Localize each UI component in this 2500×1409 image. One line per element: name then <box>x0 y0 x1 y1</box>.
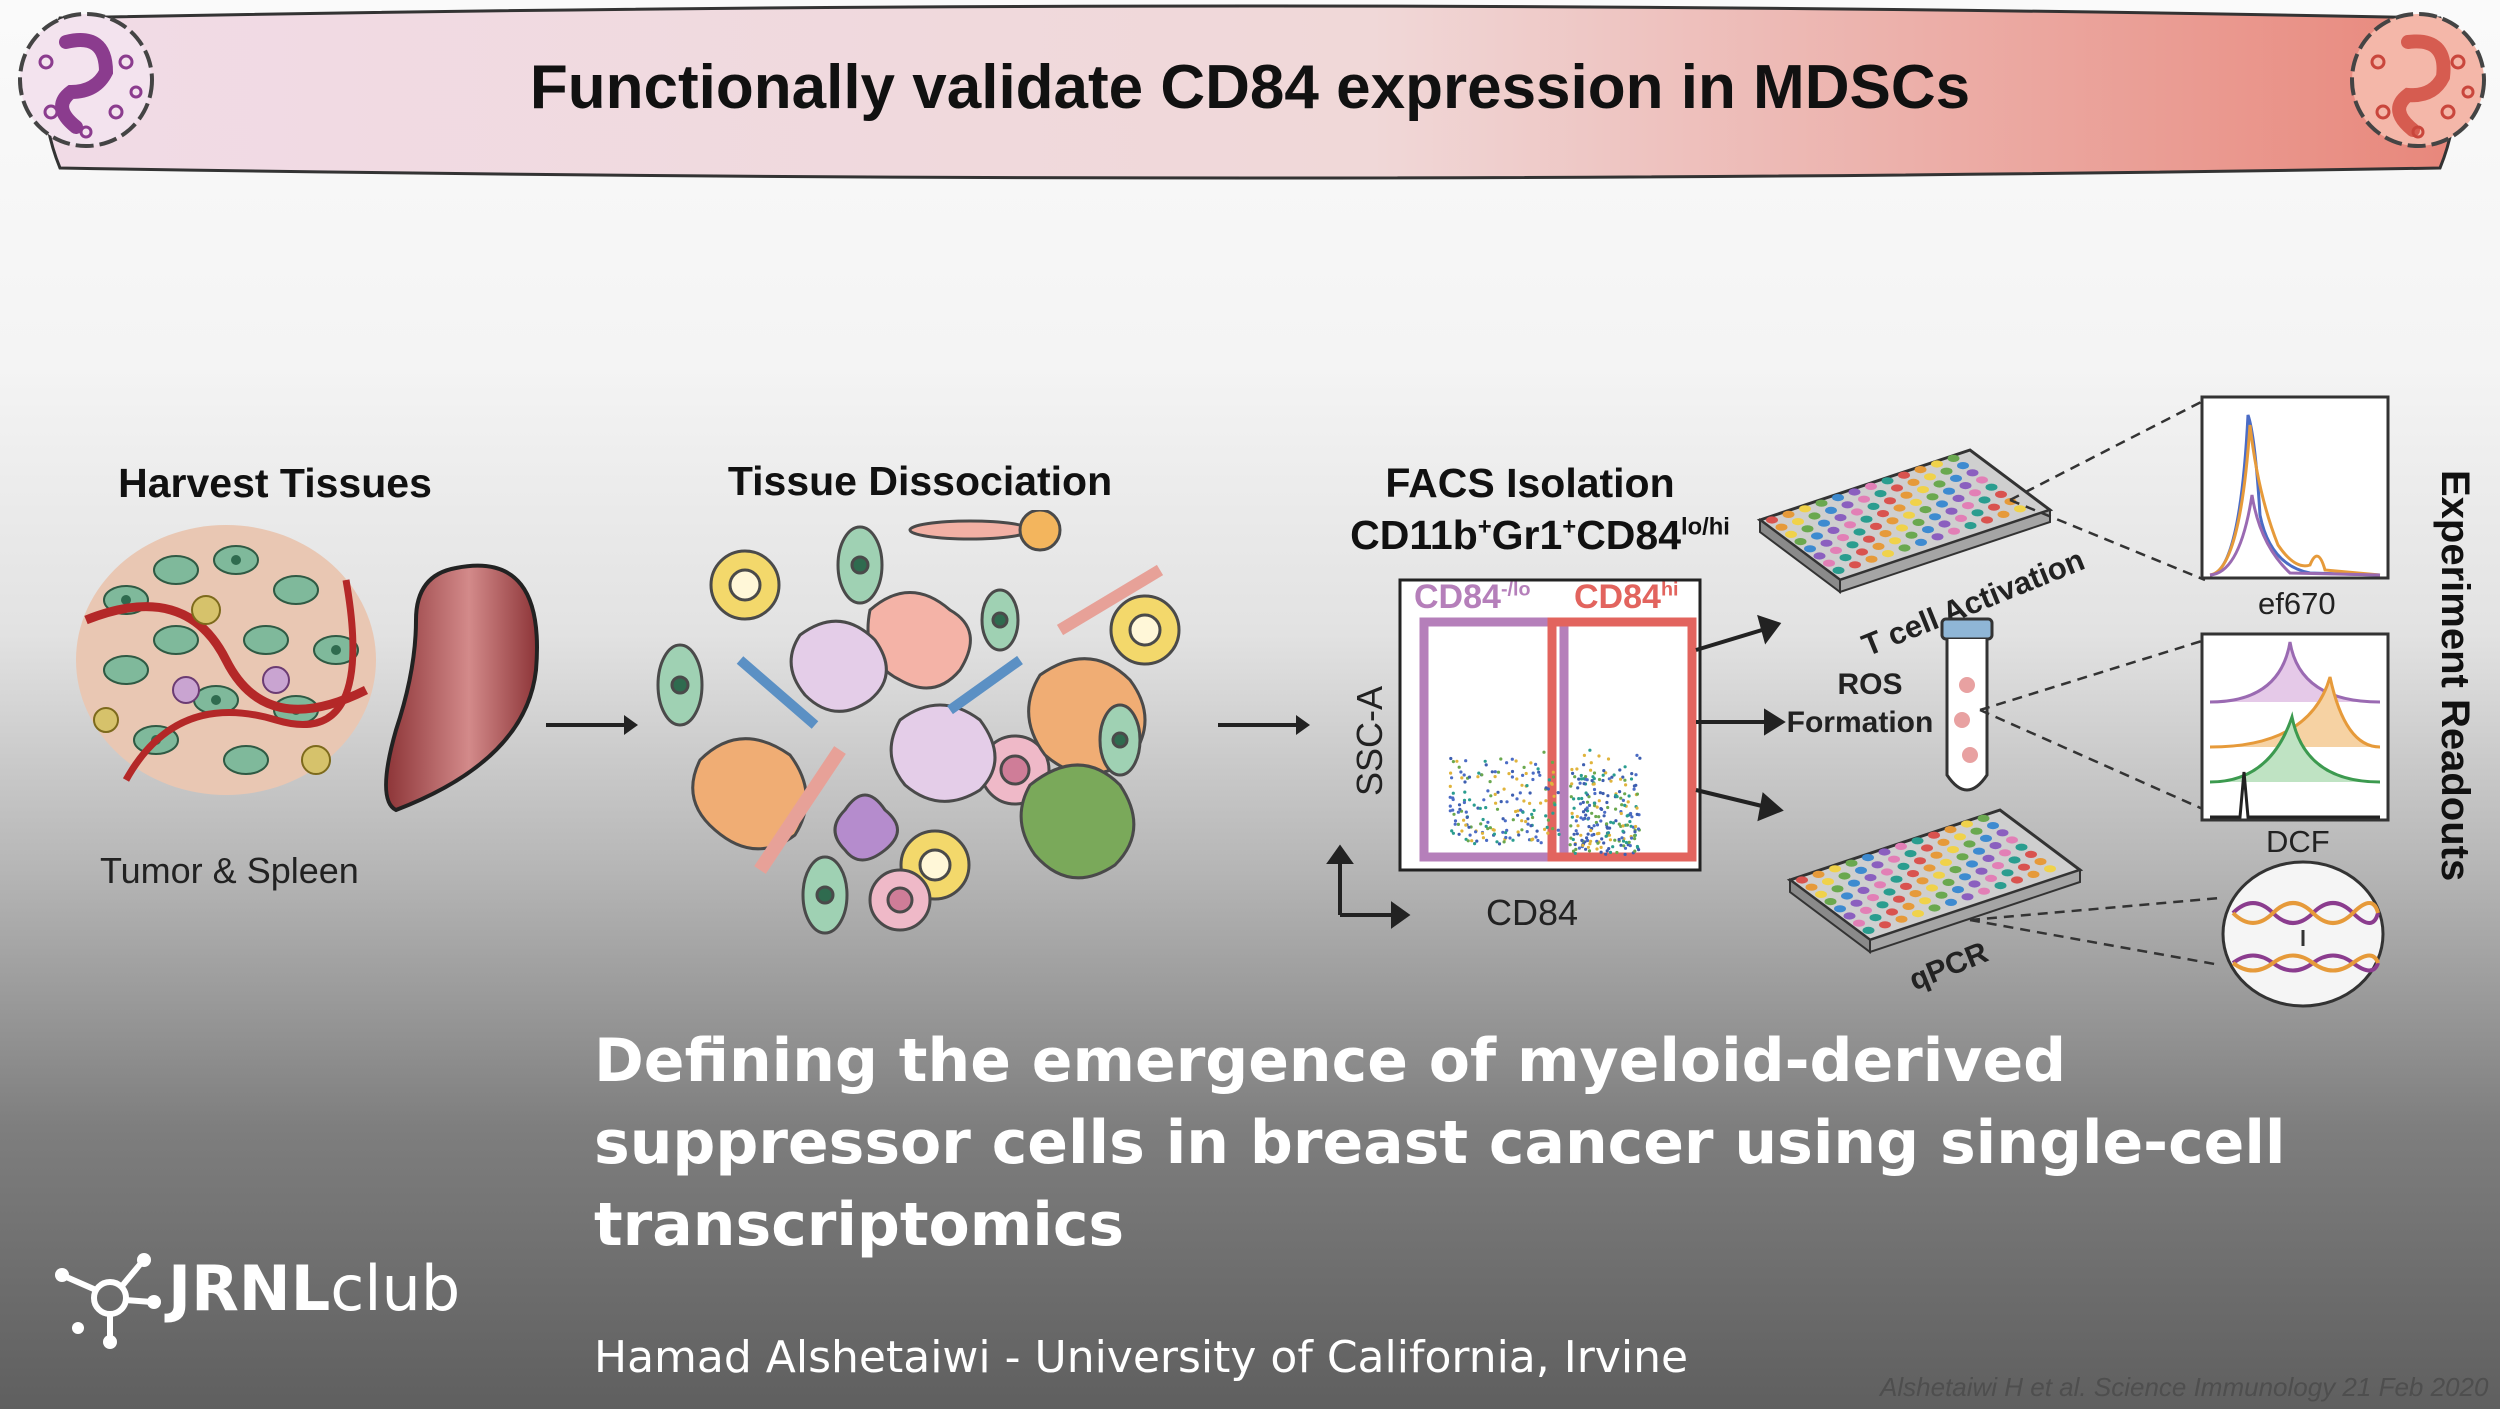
ef670-label: ef670 <box>2258 586 2336 621</box>
gate-low-label: CD84-/lo <box>1414 578 1531 616</box>
branch-arrows <box>1695 614 1786 822</box>
slide-title: Functionally validate CD84 expression in… <box>529 53 1971 122</box>
arrow-1 <box>546 715 638 735</box>
citation: Alshetaiwi H et al. Science Immunology 2… <box>1880 1372 2489 1402</box>
ros-label-line2: Formation <box>1786 706 1934 739</box>
dissociated-cells-illustration <box>656 510 1181 935</box>
dcf-histograms <box>2200 632 2390 822</box>
tumor-illustration <box>76 525 376 795</box>
ros-label-line1: ROS <box>1837 668 1903 701</box>
harvest-caption: Tumor & Spleen <box>100 850 359 891</box>
qpcr-plate <box>1786 808 2084 954</box>
gate-high-label: CD84hi <box>1574 578 1679 616</box>
jrnlclub-logo-text: JRNLclub <box>168 1252 461 1325</box>
t-cell-plate <box>1756 448 2054 594</box>
ef670-histogram <box>2200 395 2390 580</box>
dna-amplification-icon <box>2221 860 2385 1008</box>
readout-connectors <box>1969 398 2221 967</box>
experiment-readouts-heading: Experiment Readouts <box>2433 470 2477 882</box>
step-harvest-heading: Harvest Tissues <box>118 460 432 506</box>
jrnlclub-logo-icon <box>55 1253 161 1349</box>
facs-x-axis-label: CD84 <box>1486 892 1579 933</box>
mdsc-cell-icon-left <box>18 12 154 148</box>
facs-plot <box>1326 578 1702 929</box>
step-facs-heading: FACS Isolation <box>1385 460 1675 506</box>
spleen-illustration <box>384 563 539 813</box>
step-dissociation-heading: Tissue Dissociation <box>727 458 1113 504</box>
dcf-label: DCF <box>2266 824 2330 859</box>
mdsc-cell-icon-right <box>2350 12 2486 148</box>
facs-y-axis-label: SSC-A <box>1349 685 1390 797</box>
author-line: Hamad Alshetaiwi - University of Califor… <box>594 1332 1689 1383</box>
title-banner <box>43 4 2457 180</box>
facs-marker-label: CD11b+Gr1+CD84lo/hi <box>1350 512 1730 558</box>
talk-title: Defining the emergence of myeloid-derive… <box>594 1026 2286 1260</box>
ros-tube <box>1940 617 1994 792</box>
arrow-2 <box>1218 715 1310 735</box>
